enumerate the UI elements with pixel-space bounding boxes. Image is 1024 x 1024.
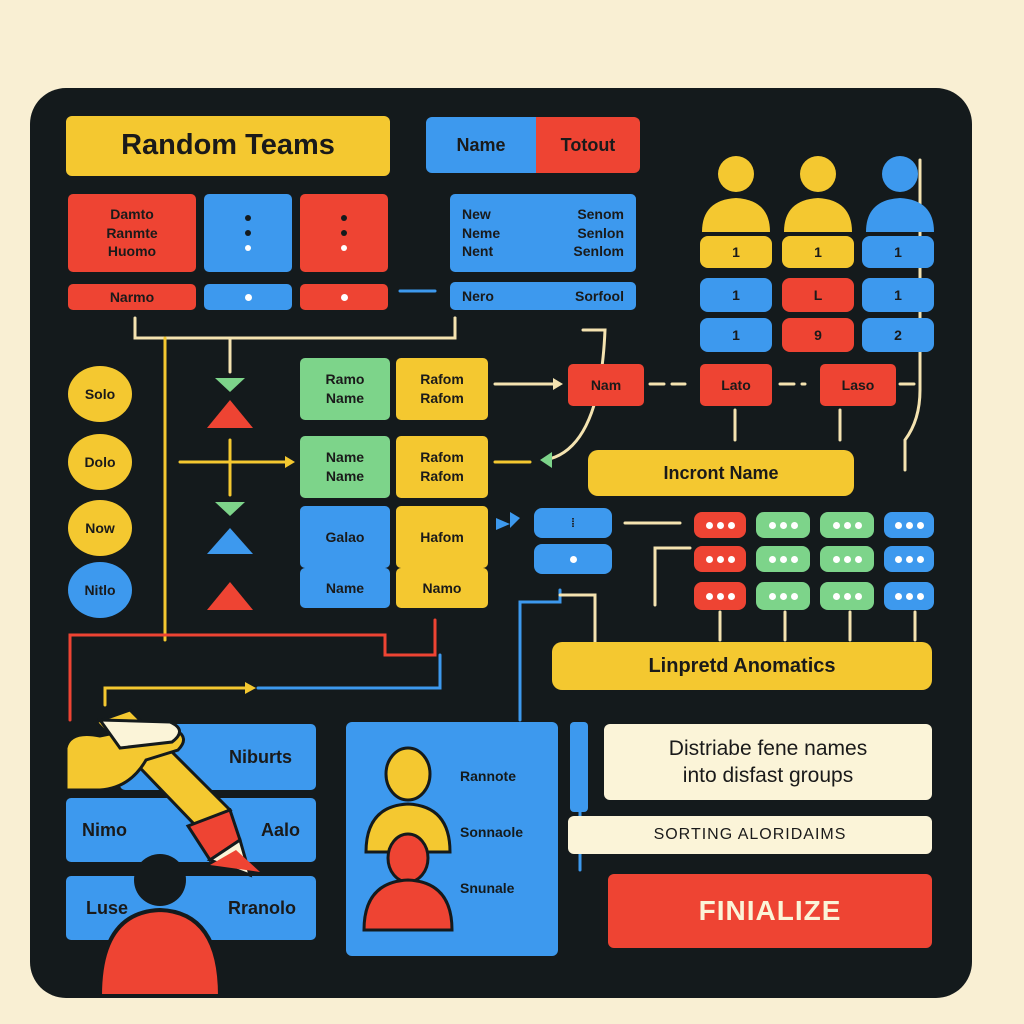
dot-icon	[569, 555, 577, 563]
grid-cell[interactable]: 1	[862, 236, 934, 268]
nimo-label: Nimo	[82, 819, 127, 840]
team-member-name: Snunale	[460, 880, 515, 896]
name-list-footer[interactable]: Narmo	[68, 284, 196, 310]
name-list-line: Ranmte	[106, 224, 158, 241]
middle-cell[interactable]: Rafom Rafom	[396, 436, 488, 498]
grid-cell[interactable]: L	[782, 278, 854, 312]
aalo-label: Aalo	[260, 819, 300, 840]
grid-cell[interactable]: 1	[700, 278, 772, 312]
distribute-names-text: Distriabe fene names into disfast groups	[604, 724, 932, 800]
dot-cell[interactable]	[756, 546, 810, 572]
linpretd-anomatics-label: Linpretd Anomatics	[552, 642, 932, 690]
grid-cell[interactable]: 2	[862, 318, 934, 352]
page-title: Random Teams	[66, 116, 390, 176]
names-row: Neme Senlon	[450, 224, 636, 243]
person-icon	[784, 156, 852, 232]
person-icon	[364, 746, 452, 854]
team-member-name: Sonnaole	[460, 824, 524, 840]
middle-cell[interactable]: Name	[300, 568, 390, 608]
names-row: New Senom	[450, 205, 636, 224]
luse-label: Luse	[86, 897, 129, 918]
options-panel-blue[interactable]	[204, 194, 292, 272]
middle-cell[interactable]: Rafom Rafom	[396, 358, 488, 420]
name-list-line: Damto	[110, 205, 154, 222]
grid-cell[interactable]: 1	[700, 318, 772, 352]
sidebar-circle-solo[interactable]: Solo	[68, 366, 132, 422]
blue-toggle[interactable]	[204, 284, 292, 310]
arrow-icon	[210, 850, 260, 872]
names-cell: Sorfool	[575, 287, 624, 304]
names-cell: Nent	[462, 243, 494, 260]
names-cell: Senlon	[577, 224, 624, 241]
person-icon	[702, 156, 770, 232]
dot-cell[interactable]	[820, 512, 874, 538]
middle-cell[interactable]: Galao	[300, 506, 390, 568]
names-cell: Neme	[462, 224, 501, 241]
middle-cell[interactable]: Name Name	[300, 436, 390, 498]
dot-cell[interactable]	[694, 512, 746, 538]
sidebar-circle-now[interactable]: Now	[68, 500, 132, 556]
grid-cell[interactable]: 9	[782, 318, 854, 352]
tab-totout[interactable]: Totout	[536, 117, 640, 173]
name-list-card: Damto Ranmte Huomo	[68, 194, 196, 272]
side-strip	[570, 722, 588, 812]
middle-cell[interactable]: Ramo Name	[300, 358, 390, 420]
flow-nam[interactable]: Nam	[568, 364, 644, 406]
dot-cell[interactable]	[694, 582, 746, 610]
flow-lato[interactable]: Lato	[700, 364, 772, 406]
dot-cell[interactable]	[756, 582, 810, 610]
connector-red-bottom	[68, 618, 437, 722]
dot-cell[interactable]	[820, 582, 874, 610]
names-cell: Nero	[462, 287, 494, 304]
names-cell: Senlom	[573, 243, 624, 260]
pencil-hand-illustration	[64, 708, 260, 998]
sidebar-circle-dolo[interactable]: Dolo	[68, 434, 132, 490]
dot-cell[interactable]	[884, 512, 934, 538]
flow-laso[interactable]: Laso	[820, 364, 896, 406]
connector-top-left	[133, 316, 457, 340]
middle-cell[interactable]: Hafom	[396, 506, 488, 568]
grid-cell[interactable]: 1	[862, 278, 934, 312]
tab-name[interactable]: Name	[426, 117, 536, 173]
dot-icon	[244, 293, 252, 301]
person-icon	[97, 854, 223, 998]
finalize-button[interactable]: FINIALIZE	[608, 874, 932, 948]
person-icon	[866, 156, 934, 232]
person-icon	[362, 832, 454, 932]
names-cell: New	[462, 205, 491, 222]
name-list-line: Huomo	[107, 243, 157, 260]
red-toggle[interactable]	[300, 284, 388, 310]
names-row: Nent Senlom	[450, 242, 636, 261]
sorting-algorithms-label: SORTING ALORIDAIMS	[568, 816, 932, 854]
grid-cell[interactable]: 1	[782, 236, 854, 268]
names-list: New Senom Neme Senlon Nent Senlom	[450, 194, 636, 272]
middle-cell[interactable]: Namo	[396, 568, 488, 608]
team-member-name: Rannote	[460, 768, 516, 784]
dot-icon	[340, 293, 348, 301]
dot-cell[interactable]	[884, 546, 934, 572]
names-cell: Senom	[577, 205, 624, 222]
mini-blue-dot[interactable]	[534, 544, 612, 574]
dot-cell[interactable]	[884, 582, 934, 610]
mini-blue-pill[interactable]: ⁞	[534, 508, 612, 538]
hand-icon	[64, 718, 185, 792]
team-members-illustration	[362, 746, 454, 932]
grid-cell[interactable]: 1	[700, 236, 772, 268]
people-icons	[702, 156, 934, 232]
incront-name-label: Incront Name	[588, 450, 854, 496]
sidebar-circle-nitlo[interactable]: Nitlo	[68, 562, 132, 618]
names-list-footer[interactable]: Nero Sorfool	[450, 282, 636, 310]
dot-cell[interactable]	[820, 546, 874, 572]
dot-cell[interactable]	[694, 546, 746, 572]
options-panel-red[interactable]	[300, 194, 388, 272]
rranolo-label: Rranolo	[227, 897, 296, 918]
dot-cell[interactable]	[756, 512, 810, 538]
